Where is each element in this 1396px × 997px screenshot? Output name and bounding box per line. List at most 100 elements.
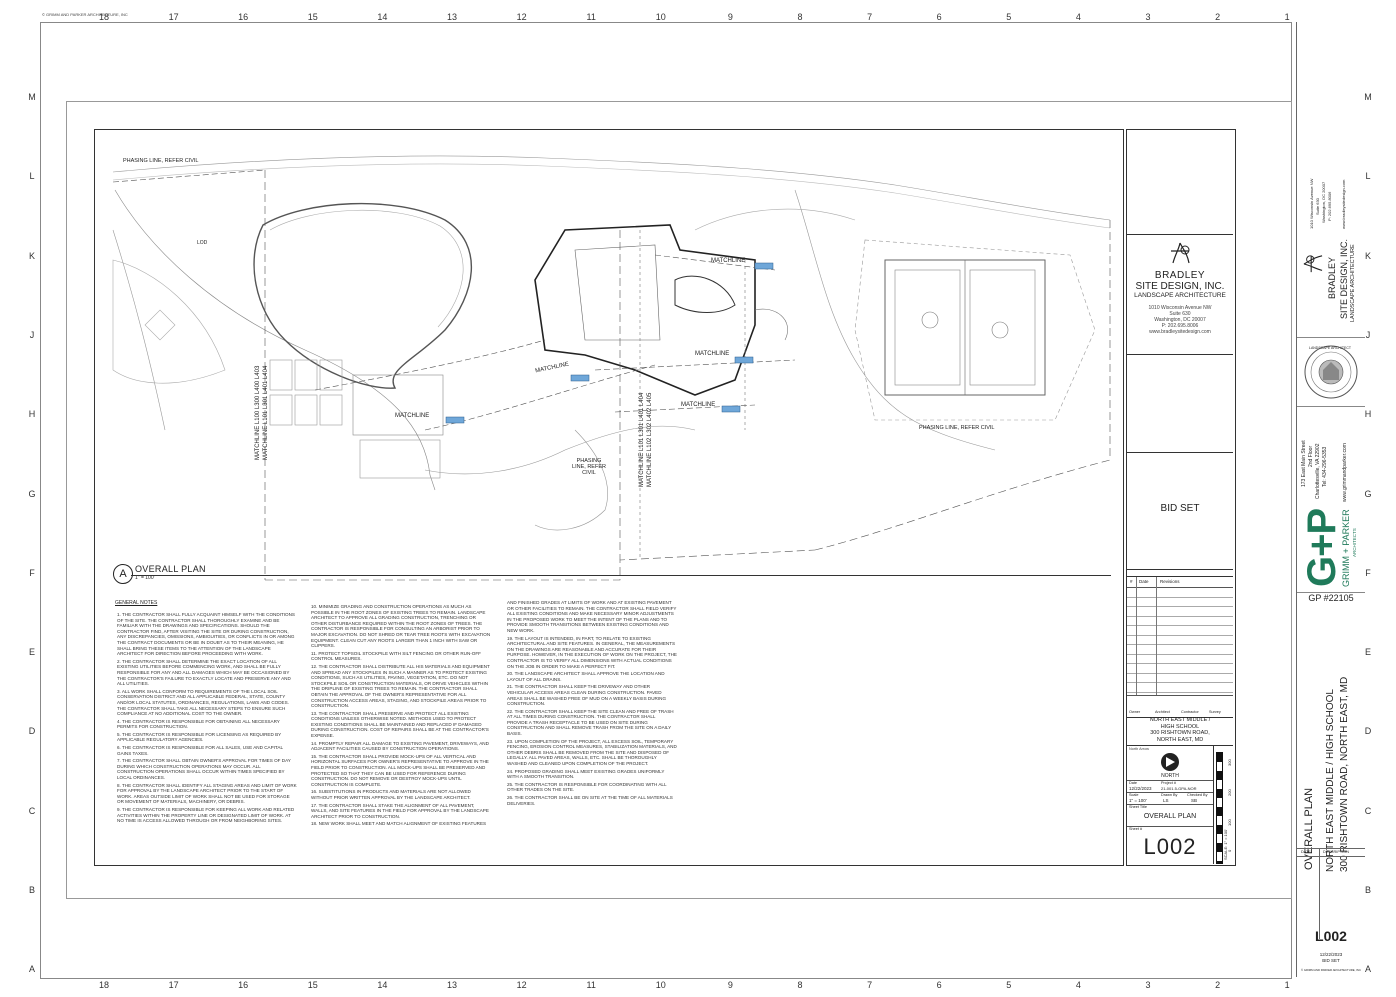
firm-web: www.bradleysitedesign.com [1149, 329, 1211, 335]
strip-bradley-block: BRADLEY SITE DESIGN, INC. LANDSCAPE ARCH… [1297, 157, 1365, 338]
stamp-owner: Owner [1129, 710, 1141, 714]
plan-title: OVERALL PLAN [135, 564, 206, 574]
phasing-line-label-top: PHASING LINE, REFER CIVIL [123, 158, 199, 164]
plan-tag-circle: A [113, 564, 133, 584]
strip-sheet-number: L002 [1315, 928, 1347, 944]
grid-col-top-8: 8 [797, 12, 803, 22]
grid-row-right-M: M [1364, 92, 1372, 102]
project-no-value: 21-001.5-GPA-NOR [1161, 786, 1197, 791]
drawing-border [66, 101, 1292, 899]
note-item: 4. THE CONTRACTOR IS RESPONSIBLE FOR OBT… [117, 718, 280, 730]
revision-row [1127, 682, 1233, 683]
matchline-label-d: MATCHLINE [681, 402, 716, 408]
firm-block: BRADLEY SITE DESIGN, INC. LANDSCAPE ARCH… [1127, 235, 1233, 355]
project-line-4: NORTH EAST, MD [1156, 736, 1204, 743]
project-line-2: HIGH SCHOOL [1160, 723, 1200, 730]
project-line-1: NORTH EAST MIDDLE / [1149, 717, 1211, 723]
plan-title-rule [131, 575, 1111, 576]
grid-row-right-K: K [1364, 250, 1371, 261]
note-item: 26. THE CONTRACTOR SHALL BE ON SITE AT T… [507, 795, 673, 806]
firm-name-1: BRADLEY [1154, 270, 1206, 281]
matchline-label-a: MATCHLINE [395, 413, 430, 419]
scale-bar-graphic [1216, 752, 1223, 864]
grid-col-bottom-9: 9 [727, 980, 733, 990]
grid-col-bottom-10: 10 [655, 980, 666, 990]
gp-address-3: Charlottesville, VA 22902 [1315, 443, 1321, 500]
strip-bradley-web: www.bradleysitedesign.com [1341, 179, 1346, 229]
note-item: 22. THE CONTRACTOR SHALL KEEP THE SITE C… [507, 708, 674, 737]
rev-col-desc: Revisions [1160, 579, 1180, 584]
stamp-architect: Architect [1155, 710, 1170, 714]
gp-web: www.grimmandparker.com [1342, 443, 1348, 502]
grid-col-top-4: 4 [1075, 12, 1081, 22]
grid-col-bottom-6: 6 [936, 980, 942, 990]
gp-address-1: 173 East Main Street [1301, 440, 1307, 487]
note-item: AND FINISHED GRADES AT LIMITS OF WORK AN… [507, 600, 677, 633]
scale-label: Scale [1129, 793, 1139, 797]
rev-col-date: Date [1139, 579, 1149, 584]
revision-row [1127, 653, 1233, 655]
revision-row [1127, 663, 1233, 664]
stamp-contractor: Contractor [1181, 710, 1199, 714]
grid-col-top-2: 2 [1215, 12, 1221, 22]
note-item: 12. THE CONTRACTOR SHALL DISTRIBUTE ALL … [311, 663, 490, 709]
strip-revision-table: DATE DESCRIPTION [1297, 848, 1365, 939]
note-item: 10. MINIMIZE GRADING AND CONSTRUCTION OP… [311, 604, 491, 649]
grid-col-bottom-8: 8 [797, 980, 803, 990]
grid-col-bottom-3: 3 [1145, 980, 1151, 990]
grid-row-left-J: J [29, 329, 35, 340]
strip-bradley-logo-icon [1303, 255, 1323, 273]
north-label: NORTH [1161, 773, 1179, 779]
rev-col-no: # [1130, 579, 1133, 584]
grid-row-right-J: J [1365, 329, 1371, 340]
strip-issue: BID SET [1322, 958, 1340, 963]
sheet-ref-tag-c [734, 356, 754, 364]
strip-bradley-name-1: BRADLEY [1327, 256, 1337, 299]
grid-row-left-K: K [28, 250, 35, 261]
grid-col-top-6: 6 [936, 12, 942, 22]
strip-bradley-addr-3: Washington, DC 20007 [1321, 181, 1326, 223]
grid-row-right-A: A [1364, 964, 1371, 975]
note-item: 1. THE CONTRACTOR SHALL FULLY ACQUAINT H… [117, 612, 295, 657]
sheet-no-value: L002 [1143, 834, 1197, 859]
note-item: 14. PROMPTLY REPAIR ALL DAMAGE TO EXISTI… [311, 740, 489, 752]
grid-row-left-E: E [28, 647, 35, 658]
sheet-ref-tag-b [570, 374, 590, 382]
right-title-strip: BRADLEY SITE DESIGN, INC. LANDSCAPE ARCH… [1296, 22, 1365, 977]
sheet-ref-tag-a [445, 416, 465, 424]
titleblock-blank-mid [1127, 355, 1233, 453]
strip-seal-block: LANDSCAPE ARCHITECT [1297, 338, 1365, 407]
strip-date: 12/22/2023 [1319, 952, 1343, 957]
grid-row-right-E: E [1364, 647, 1371, 658]
grid-col-top-1: 1 [1284, 12, 1290, 22]
strip-bradley-sub: LANDSCAPE ARCHITECTURE [1350, 244, 1356, 322]
note-item: 23. UPON COMPLETION OF THE PROJECT, ALL … [507, 738, 677, 767]
date-label: Date [1129, 781, 1138, 785]
lod-label: LOD [197, 240, 208, 246]
grid-col-bottom-16: 16 [238, 980, 249, 990]
scale-tick-100: 100 [1227, 819, 1232, 826]
note-item: 7. THE CONTRACTOR SHALL OBTAIN OWNER'S A… [117, 758, 291, 781]
grid-row-right-G: G [1364, 488, 1372, 499]
grid-col-top-10: 10 [655, 12, 666, 22]
grid-col-bottom-18: 18 [98, 980, 109, 990]
strip-bradley-name-2: SITE DESIGN, INC. [1339, 238, 1349, 319]
firm-address-3: Washington, DC 20007 [1154, 317, 1206, 323]
grid-col-bottom-13: 13 [446, 980, 457, 990]
strip-bradley-addr-2: Suite 630 [1315, 198, 1320, 215]
title-block: BRADLEY SITE DESIGN, INC. LANDSCAPE ARCH… [1126, 129, 1236, 866]
note-item: 13. THE CONTRACTOR SHALL PRESERVE AND PR… [311, 710, 489, 739]
issue-block: BID SET [1127, 453, 1233, 570]
matchline-vertical-mid-2: MATCHLINE L102 L302 L402 L405 [647, 392, 653, 487]
note-item: 16. SUBSTITUTIONS IN PRODUCTS AND MATERI… [311, 789, 471, 800]
checked-by-value: SB [1191, 798, 1198, 803]
note-item: 24. PROPOSED GRADING SHALL MEET EXISTING… [507, 768, 665, 780]
drawn-by-value: LS [1163, 798, 1169, 803]
grid-col-top-13: 13 [446, 12, 457, 22]
gp-logo: G+P [1300, 508, 1344, 587]
grid-row-left-B: B [28, 885, 35, 895]
project-info: NORTH EAST MIDDLE / HIGH SCHOOL 300 RISH… [1127, 717, 1233, 746]
grid-row-left-A: A [28, 964, 35, 975]
drawn-by-label: Drawn By [1161, 793, 1178, 797]
grid-row-left-L: L [29, 171, 35, 182]
